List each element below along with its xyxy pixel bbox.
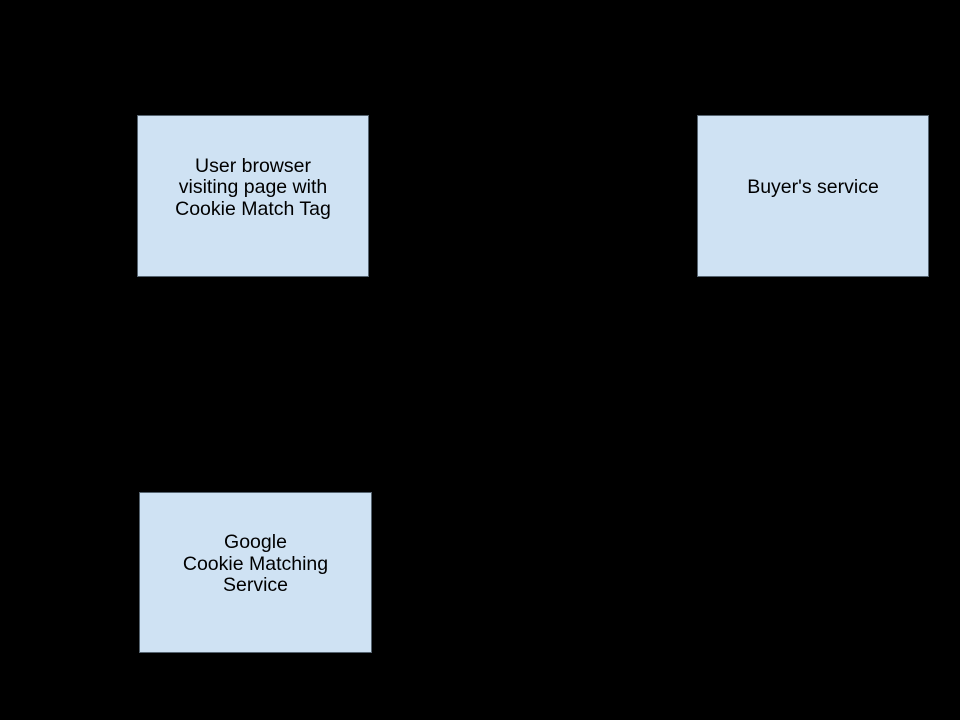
node-buyers-service-label: Buyer's service <box>747 176 879 199</box>
node-google-cookie-matching-service-label: Google Cookie Matching Service <box>182 531 329 597</box>
node-user-browser-label: User browser visiting page with Cookie M… <box>175 154 331 220</box>
node-user-browser: User browser visiting page with Cookie M… <box>137 115 369 277</box>
node-google-cookie-matching-service: Google Cookie Matching Service <box>139 492 372 653</box>
node-buyers-service: Buyer's service <box>697 115 929 277</box>
